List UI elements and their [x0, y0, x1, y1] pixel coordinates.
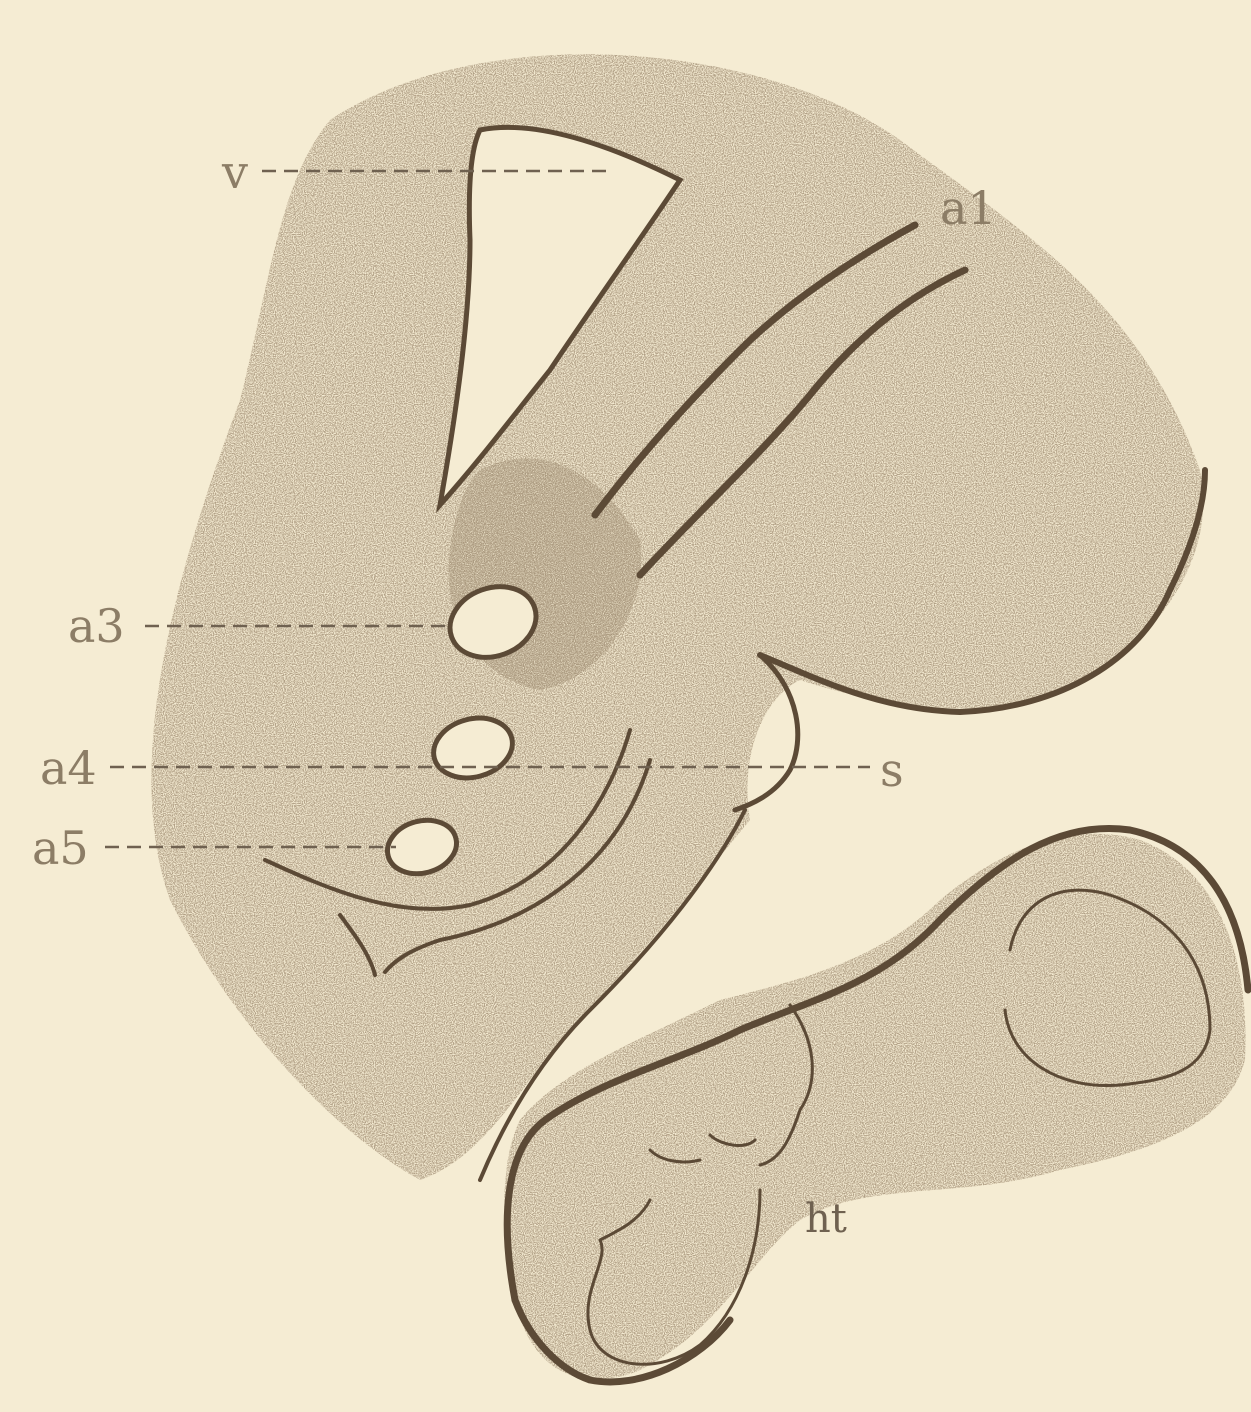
- label-ht: ht: [805, 1196, 847, 1242]
- label-a5: a5: [32, 821, 89, 875]
- label-a1: a1: [940, 181, 997, 235]
- label-s: s: [880, 743, 904, 797]
- label-v: v: [221, 145, 248, 199]
- label-a3: a3: [68, 599, 125, 653]
- label-a4: a4: [40, 741, 97, 795]
